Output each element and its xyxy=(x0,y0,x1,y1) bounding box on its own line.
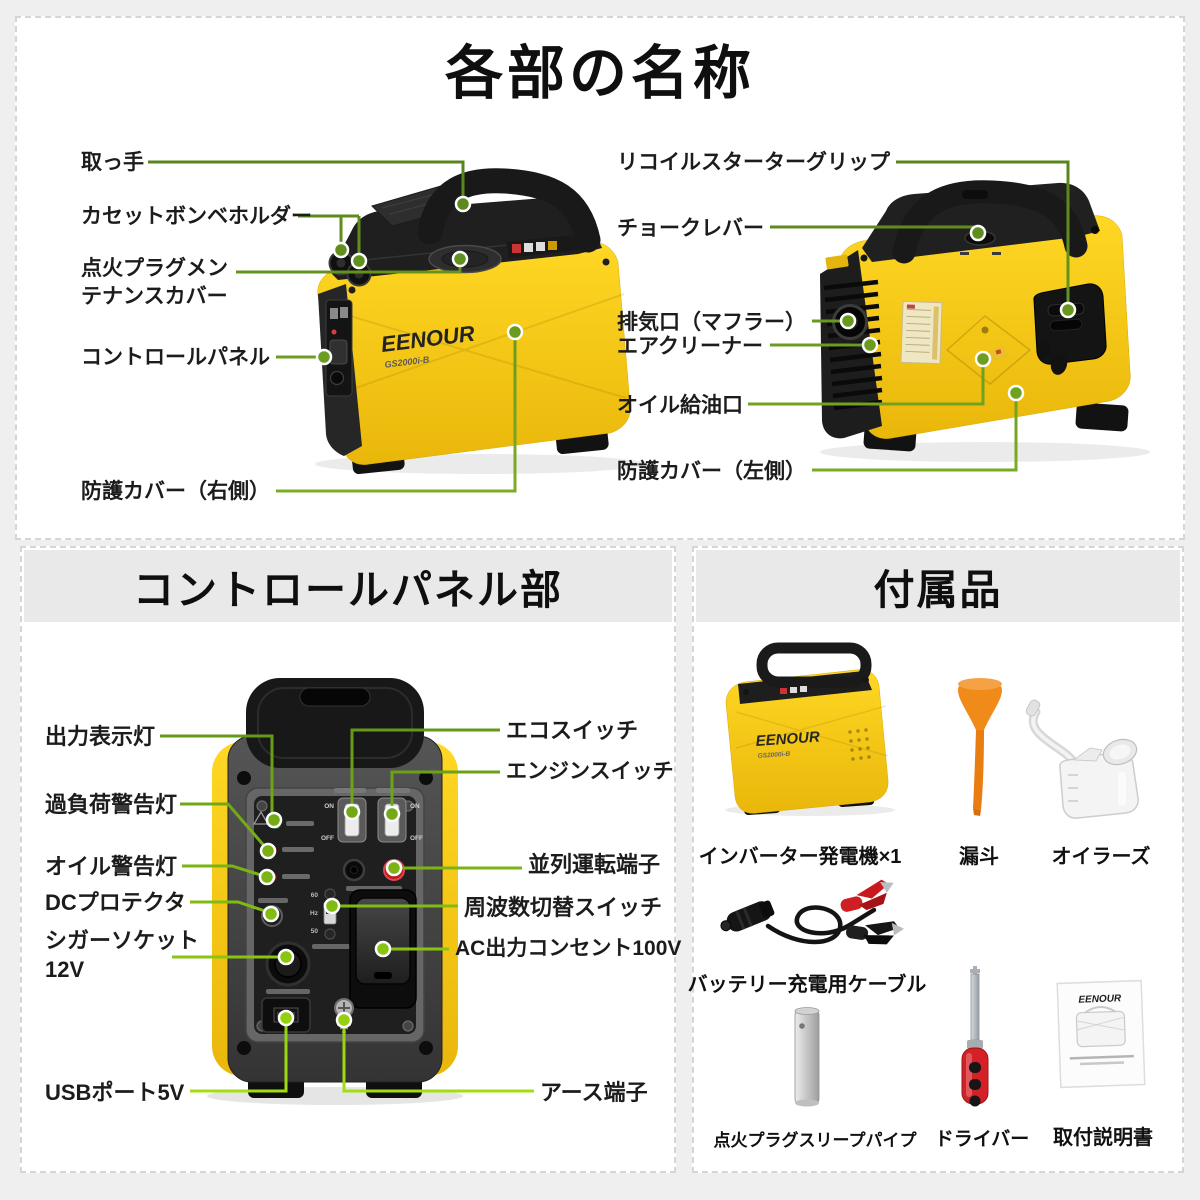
label-parallel-terminal: 並列運転端子 xyxy=(528,852,661,877)
label-control-panel: コントロールパネル xyxy=(81,346,270,369)
label-screwdriver: ドライバー xyxy=(934,1129,1030,1150)
label-oil-filler: オイル給油口 xyxy=(617,394,743,417)
label-dc-protector: DCプロテクタ xyxy=(45,890,186,915)
label-frequency-switch: 周波数切替スイッチ xyxy=(464,895,663,920)
label-inverter-generator: インバーター発電機×1 xyxy=(698,846,902,868)
label-cigar-socket: シガーソケット 12V xyxy=(45,928,200,983)
label-choke-lever: チョークレバー xyxy=(617,217,764,240)
control-panel-title: コントロールパネル部 xyxy=(133,567,563,613)
label-cassette-holder: カセットボンベホルダー xyxy=(81,205,312,228)
label-output-indicator: 出力表示灯 xyxy=(45,724,156,749)
label-manual: 取付説明書 xyxy=(1053,1127,1153,1149)
label-recoil-starter-grip: リコイルスターターグリップ xyxy=(617,151,890,174)
label-oil-warning: オイル警告灯 xyxy=(45,854,178,879)
label-ac-outlet: AC出力コンセント100V xyxy=(455,937,682,960)
label-battery-cable: バッテリー充電用ケーブル xyxy=(687,974,927,996)
label-eco-switch: エコスイッチ xyxy=(506,718,639,743)
label-exhaust-muffler: 排気口（マフラー） xyxy=(617,311,806,334)
label-spark-plug-pipe: 点火プラグスリープパイプ xyxy=(713,1131,917,1150)
label-funnel: 漏斗 xyxy=(959,846,999,868)
label-protective-cover-left: 防護カバー（左側） xyxy=(617,460,806,483)
label-spark-plug-cover: 点火プラグメン テナンスカバー xyxy=(81,257,228,308)
label-air-cleaner: エアクリーナー xyxy=(617,335,763,358)
label-ground-terminal: アース端子 xyxy=(540,1080,648,1105)
label-overload-warning: 過負荷警告灯 xyxy=(45,792,178,817)
accessories-title: 付属品 xyxy=(873,567,1003,613)
label-usb-port: USBポート5V xyxy=(45,1080,185,1105)
label-engine-switch: エンジンスイッチ xyxy=(506,760,674,783)
accessories-header: 付属品 xyxy=(696,550,1180,622)
label-oiler: オイラーズ xyxy=(1051,846,1151,868)
label-handle: 取っ手 xyxy=(81,151,144,174)
page-title: 各部の名称 xyxy=(444,41,755,106)
label-protective-cover-right: 防護カバー（右側） xyxy=(81,480,270,503)
control-panel-header: コントロールパネル部 xyxy=(24,550,672,622)
